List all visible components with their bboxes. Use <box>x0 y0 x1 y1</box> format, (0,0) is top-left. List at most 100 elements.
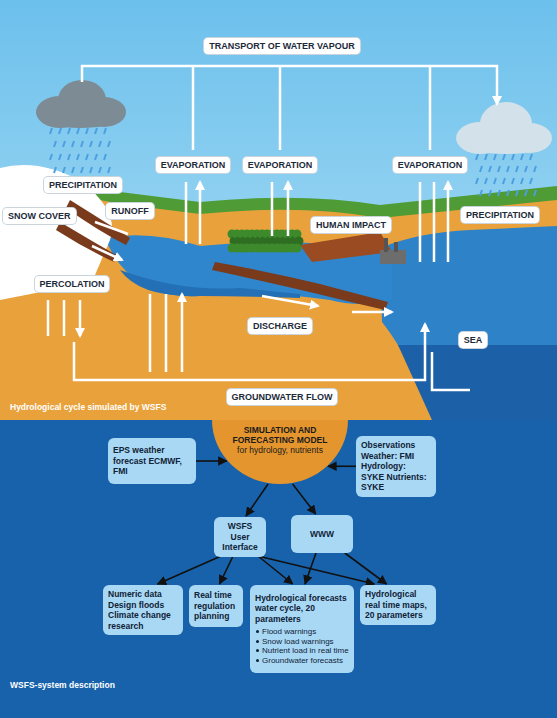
node-text: GROUNDWATER FLOW <box>232 392 333 403</box>
text-run: Weather: FMI Hydrology: SYKE Nutrients: … <box>361 451 427 493</box>
raindrop <box>86 154 88 160</box>
raindrop <box>77 128 79 134</box>
evaporation-arrow <box>272 182 288 236</box>
raindrop <box>498 190 500 196</box>
raindrop <box>525 190 527 196</box>
text-run: Flood warnings <box>262 627 316 636</box>
raindrop <box>104 128 106 134</box>
text-run: Observations <box>361 440 415 450</box>
illustration-part <box>466 134 546 154</box>
sea-flow <box>432 352 470 390</box>
tree <box>293 244 302 253</box>
chimney <box>394 242 398 252</box>
raindrop <box>534 166 536 172</box>
bullet-dot <box>256 630 259 633</box>
illustration-part <box>42 108 118 128</box>
groundwater-rise <box>150 294 182 372</box>
text-run: Numeric data Design floods Climate chang… <box>108 589 171 631</box>
bullet-item: Groundwater forecasts <box>255 656 349 666</box>
factory <box>380 238 406 264</box>
text-run: TRANSPORT OF WATER VAPOUR <box>209 41 355 51</box>
text-run: RUNOFF <box>111 206 149 216</box>
raindrop <box>534 190 536 196</box>
node-text: EVAPORATION <box>248 160 313 171</box>
system-box: EPS weather forecast ECMWF, FMI <box>108 438 196 484</box>
sea <box>380 226 557 420</box>
raindrop <box>489 166 491 172</box>
raindrop <box>72 141 74 147</box>
node-text: RUNOFF <box>111 206 149 217</box>
bullet-item: Snow load warnings <box>255 637 349 647</box>
text-run: WSFS User Interface <box>222 521 257 552</box>
raindrop <box>476 178 478 184</box>
connector-arrow <box>328 465 356 467</box>
model-semicircle: SIMULATION AND FORECASTING MODELfor hydr… <box>212 420 348 484</box>
raindrop <box>108 167 110 173</box>
sky <box>0 0 557 420</box>
caption-label: Hydrological cycle simulated by WSFS <box>10 402 166 412</box>
raindrop <box>512 178 514 184</box>
text-run: Hydrological real time maps, 20 paramete… <box>365 589 427 620</box>
discharge-arrow <box>352 311 392 314</box>
cycle-label: GROUNDWATER FLOW <box>227 389 338 405</box>
node-text: Weather: FMI Hydrology: SYKE Nutrients: … <box>361 451 431 493</box>
connector-arrow <box>345 553 387 584</box>
discharge-arrow <box>262 296 318 306</box>
raindrop <box>480 166 482 172</box>
raindrop <box>516 190 518 196</box>
node-text: Real time regulation planning <box>194 590 238 622</box>
node-text: Numeric data Design floods Climate chang… <box>108 589 178 631</box>
node-text: HUMAN IMPACT <box>316 220 386 231</box>
node-text: WSFS User Interface <box>219 521 261 553</box>
raindrop <box>521 178 523 184</box>
text-run: EVAPORATION <box>398 160 463 170</box>
runoff-arrow <box>92 222 128 260</box>
raindrop <box>90 141 92 147</box>
raindrop <box>81 141 83 147</box>
raindrop <box>108 141 110 147</box>
cloud-left <box>36 80 126 128</box>
cloud-right <box>456 102 552 154</box>
connector-arrow <box>293 484 316 514</box>
raindrop <box>516 166 518 172</box>
text-run: DISCHARGE <box>253 321 307 331</box>
cycle-label: SEA <box>459 332 488 348</box>
cycle-label: PRECIPITATION <box>44 177 122 193</box>
node-text: PRECIPITATION <box>49 180 117 191</box>
text-run: PRECIPITATION <box>49 180 117 190</box>
raindrop <box>503 154 505 160</box>
cycle-label: TRANSPORT OF WATER VAPOUR <box>204 38 360 54</box>
raindrop <box>480 190 482 196</box>
node-text: EVAPORATION <box>398 160 463 171</box>
raindrop <box>59 154 61 160</box>
text-run: WWW <box>310 529 334 539</box>
evaporation-arrow <box>186 182 200 244</box>
cycle-label: PERCOLATION <box>35 276 110 292</box>
raindrop <box>485 178 487 184</box>
raindrop <box>86 128 88 134</box>
raindrop <box>498 166 500 172</box>
node-text: DISCHARGE <box>253 321 307 332</box>
text-run: PERCOLATION <box>40 279 105 289</box>
raindrop <box>50 128 52 134</box>
caption-label: WSFS-system description <box>10 680 115 690</box>
raindrop <box>50 154 52 160</box>
raindrop <box>507 190 509 196</box>
text-run: for hydrology, nutrients <box>237 445 323 455</box>
text-run: Groundwater forecasts <box>262 656 343 665</box>
node-text: SEA <box>464 335 483 346</box>
node-text: PRECIPITATION <box>466 210 534 221</box>
text-run: SIMULATION AND FORECASTING MODEL <box>233 425 328 445</box>
factory-building <box>380 250 406 264</box>
cycle-label: EVAPORATION <box>393 157 468 173</box>
raindrop <box>63 141 65 147</box>
raindrop <box>489 190 491 196</box>
node-text: PERCOLATION <box>40 279 105 290</box>
cycle-label: EVAPORATION <box>243 157 318 173</box>
cycle-label: RUNOFF <box>106 203 154 219</box>
connector-arrow <box>196 460 227 462</box>
node-text: SNOW COVER <box>8 211 71 222</box>
text-run: EVAPORATION <box>248 160 313 170</box>
model-shape <box>212 420 348 484</box>
